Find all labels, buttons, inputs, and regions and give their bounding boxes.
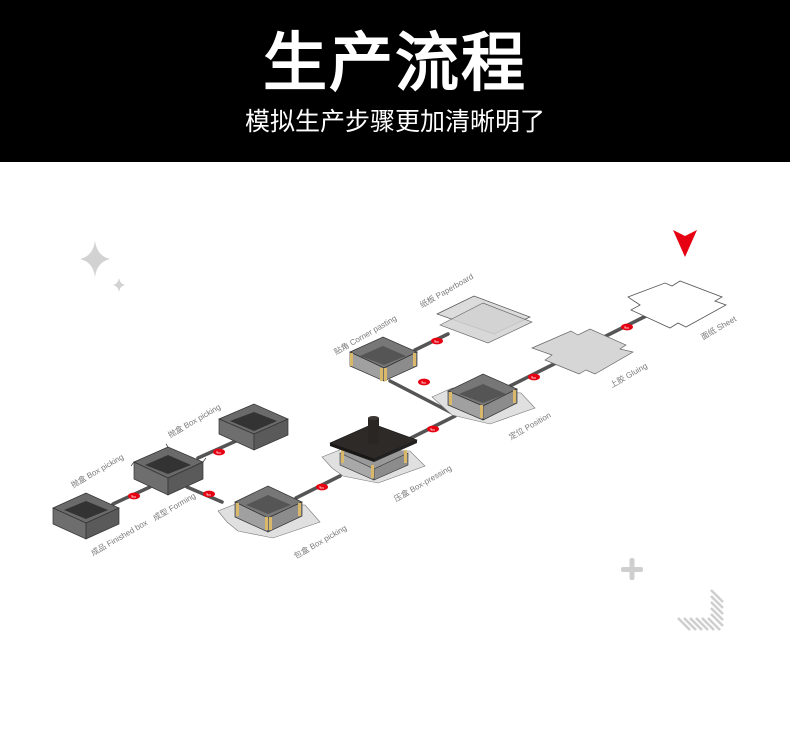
plus-icon <box>621 558 643 580</box>
connector-dot <box>620 323 634 331</box>
connector-dot <box>127 492 141 500</box>
step-sheet: 面纸 Sheet <box>627 280 739 342</box>
sparkle-small-icon <box>113 278 125 292</box>
step-corner-pasting: 贴角 Corner pasting <box>332 313 418 382</box>
connector-dot <box>426 425 440 433</box>
step-label-box-picking-3: 抛盒 Box picking <box>69 452 125 490</box>
header-banner: 生产流程 模拟生产步骤更加清晰明了 <box>0 0 790 162</box>
page-title: 生产流程 <box>263 27 527 101</box>
step-position: 定位 Position <box>431 373 552 442</box>
step-box-picking-open: 包盒 Box picking <box>217 485 348 561</box>
step-paperboard: 纸板 Paperboard <box>418 271 533 344</box>
step-box-picking-dark: 抛盒 Box picking <box>166 402 289 451</box>
step-label-sheet: 面纸 Sheet <box>699 313 739 342</box>
connector-dot <box>430 337 444 345</box>
connector-dot <box>202 490 216 498</box>
start-arrow-icon <box>673 230 697 257</box>
connector-dot <box>212 448 226 456</box>
step-label-box-picking-2: 抛盒 Box picking <box>166 402 222 440</box>
step-gluing: 上胶 Gluing <box>531 328 649 390</box>
connector-dot <box>315 483 329 491</box>
connector-dot <box>527 373 541 381</box>
step-forming: 成型 Forming <box>130 443 207 523</box>
production-flow-diagram: 面纸 Sheet 上胶 Gluing 纸板 Paperboard 贴角 Corn… <box>52 230 739 631</box>
step-label-gluing: 上胶 Gluing <box>608 360 649 389</box>
step-label-forming: 成型 Forming <box>151 490 197 522</box>
sparkle-large-icon <box>80 241 110 277</box>
page-subtitle: 模拟生产步骤更加清晰明了 <box>244 107 545 136</box>
connector-dot <box>417 378 431 386</box>
hatched-corner-icon <box>677 589 724 631</box>
